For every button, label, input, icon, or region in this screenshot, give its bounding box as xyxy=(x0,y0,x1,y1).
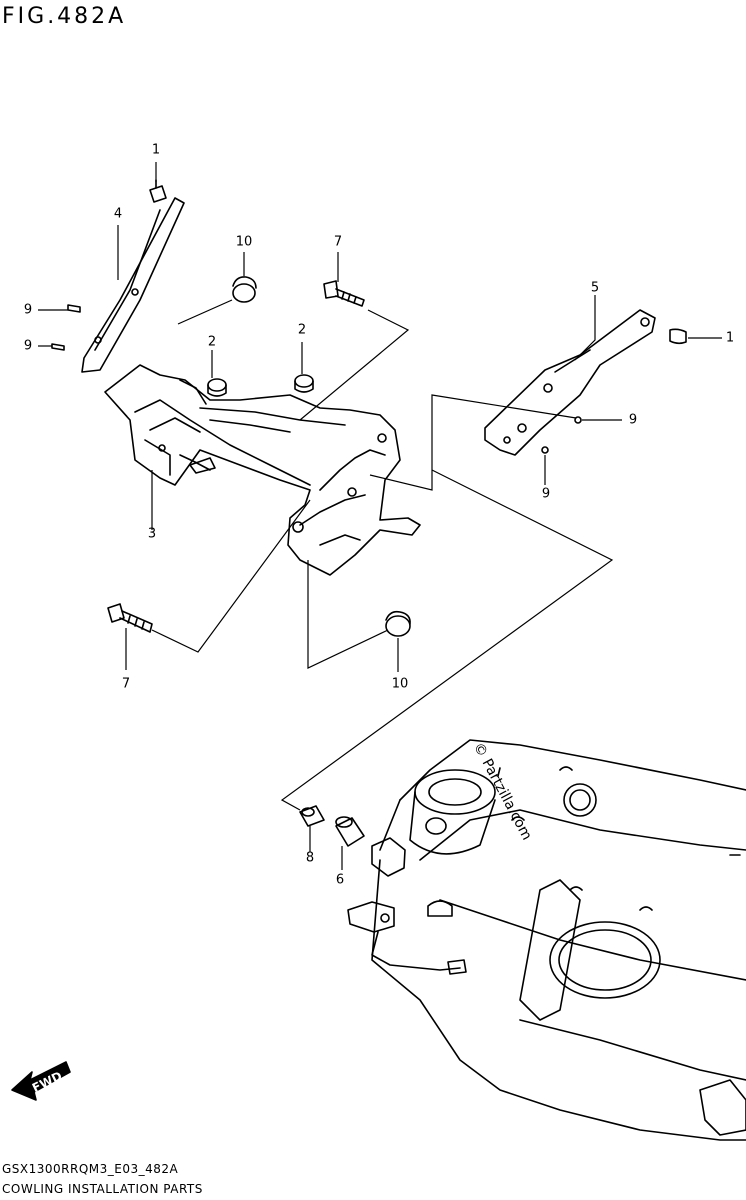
motorcycle-frame xyxy=(347,739,746,1141)
callout-10-upper: 10 xyxy=(235,234,253,250)
part-1-clip-right xyxy=(669,328,687,345)
callout-9-right-upper: 9 xyxy=(628,412,638,428)
part-9-screw-right-lower xyxy=(541,446,549,454)
part-9-screw-left-lower xyxy=(51,343,65,351)
callout-2-left: 2 xyxy=(207,334,217,350)
callout-9-left-upper: 9 xyxy=(23,302,33,318)
part-5-cowling-stay xyxy=(484,309,656,456)
callout-6: 6 xyxy=(335,872,345,888)
part-4-side-stay xyxy=(81,197,185,373)
leader-lines xyxy=(38,162,722,870)
part-9-screw-right-upper xyxy=(574,416,582,424)
part-6-cushion xyxy=(335,816,365,847)
part-3-cowling-bracket xyxy=(104,364,421,576)
part-8-collar xyxy=(299,805,325,827)
part-1-clip xyxy=(149,179,167,203)
callout-10-lower: 10 xyxy=(391,676,409,692)
footer-section-name: COWLING INSTALLATION PARTS xyxy=(2,1182,203,1196)
callout-1-top: 1 xyxy=(151,142,161,158)
fwd-direction-arrow xyxy=(11,1061,71,1101)
callout-9-right-lower: 9 xyxy=(541,486,551,502)
part-9-screw-left-upper xyxy=(67,304,81,313)
callout-4: 4 xyxy=(113,206,123,222)
callout-7-lower: 7 xyxy=(121,676,131,692)
part-10-grommet-upper xyxy=(232,276,257,303)
part-7-bolt-upper xyxy=(323,280,365,307)
part-7-bolt-lower xyxy=(107,603,153,633)
part-2-grommet-right xyxy=(294,374,314,393)
callout-1-right: 1 xyxy=(725,330,735,346)
callout-3: 3 xyxy=(147,526,157,542)
part-2-grommet-left xyxy=(207,378,227,397)
callout-9-left-lower: 9 xyxy=(23,338,33,354)
part-10-grommet-lower xyxy=(385,610,411,637)
callout-8: 8 xyxy=(305,850,315,866)
callout-2-right: 2 xyxy=(297,322,307,338)
callout-7-upper: 7 xyxy=(333,234,343,250)
callout-5: 5 xyxy=(590,280,600,296)
figure-title: FIG.482A xyxy=(2,4,127,29)
footer-model-code: GSX1300RRQM3_E03_482A xyxy=(2,1162,179,1176)
